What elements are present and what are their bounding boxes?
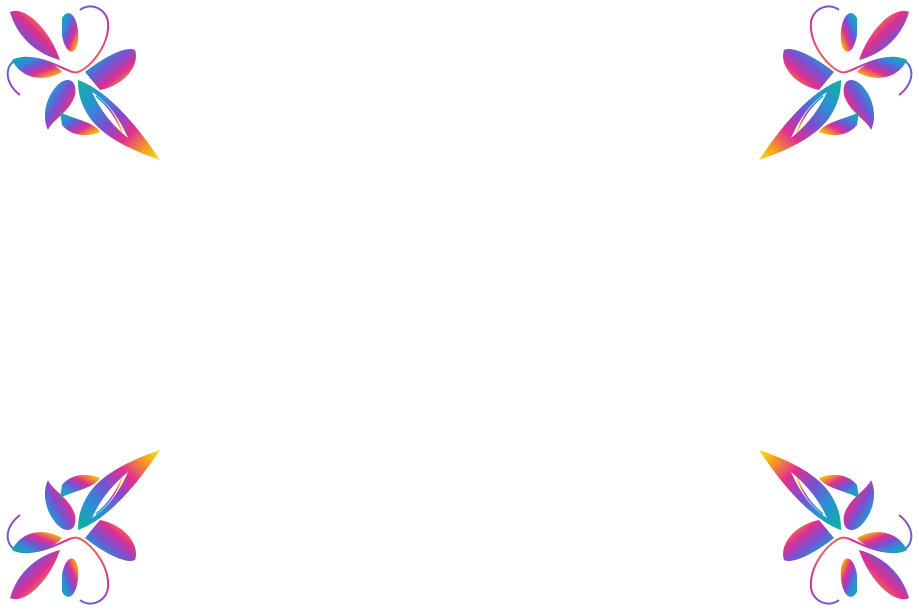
floral-corner-ornament-icon (0, 440, 170, 610)
floral-corner-ornament-icon (749, 440, 919, 610)
floral-corner-ornament-icon (749, 0, 919, 170)
floral-corner-ornament-icon (0, 0, 170, 170)
